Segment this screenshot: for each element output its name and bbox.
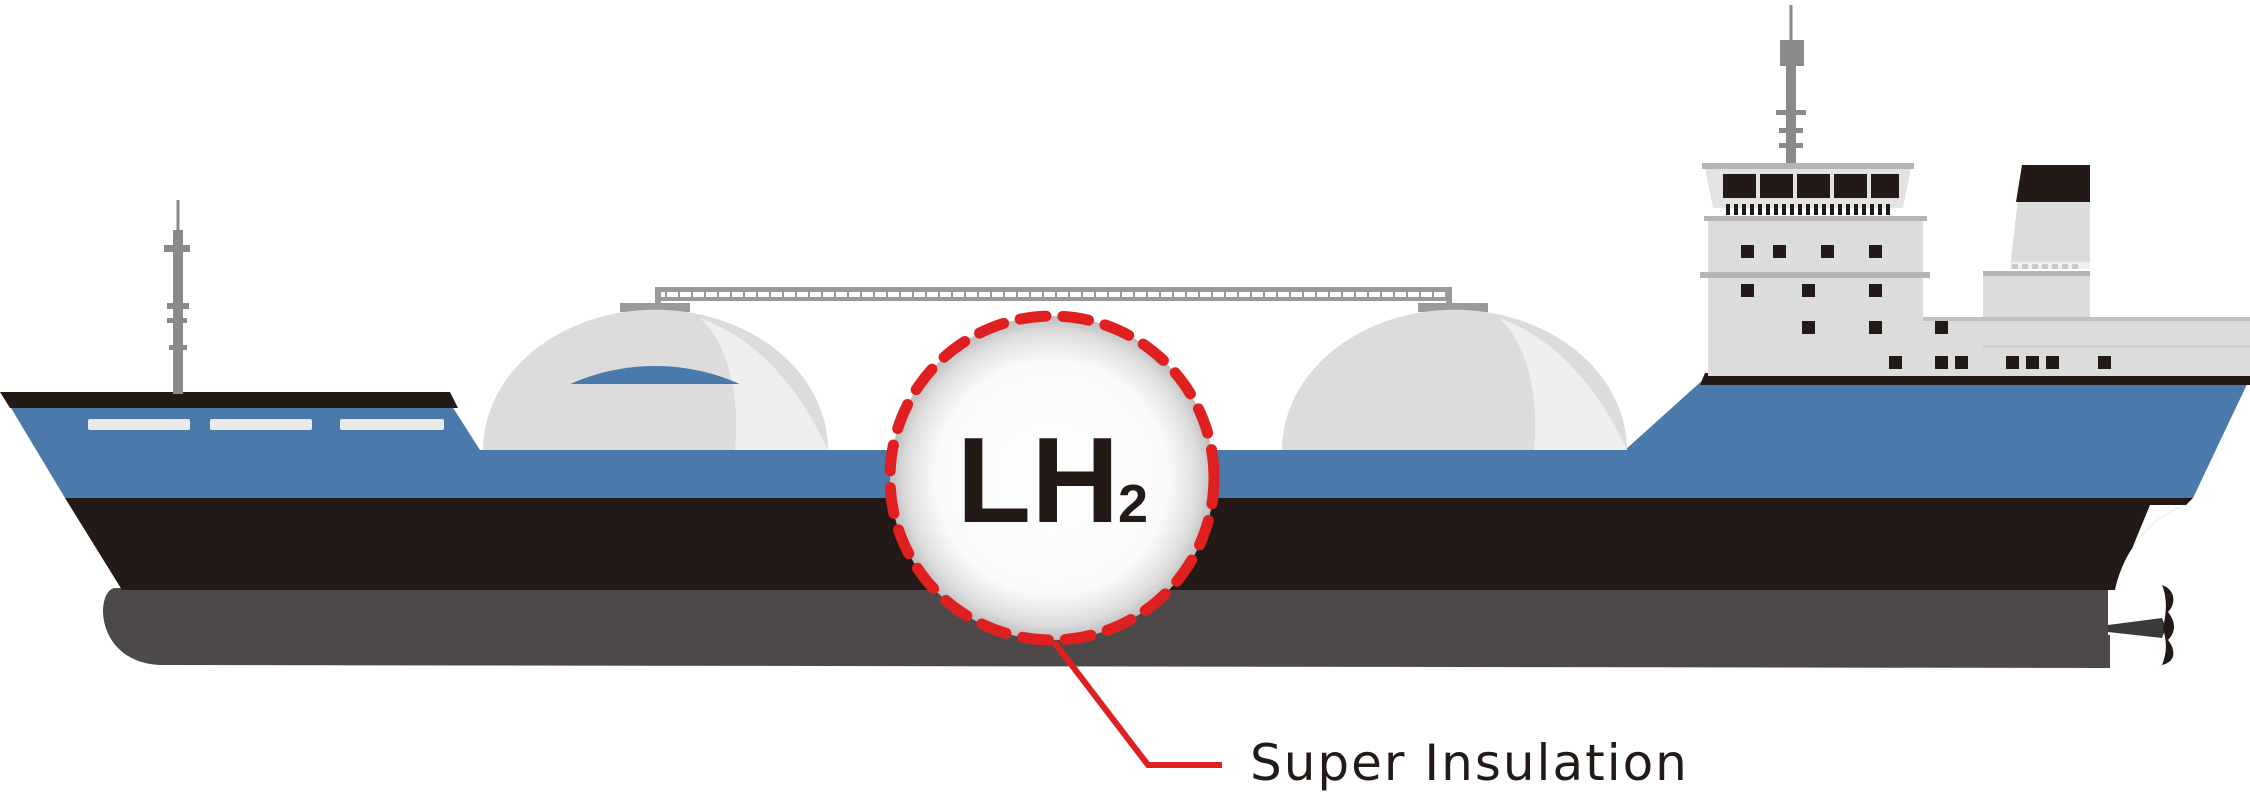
super-insulation-ring [884, 310, 1220, 646]
lh2-subscript: 2 [1118, 474, 1148, 534]
catwalk-rung [1211, 290, 1213, 299]
bow-window [88, 419, 190, 430]
catwalk-rung [756, 290, 758, 299]
callout-label: Super Insulation [1250, 734, 1689, 792]
catwalk-rung [873, 290, 875, 299]
catwalk-rung [990, 290, 992, 299]
catwalk-rung [795, 290, 797, 299]
hull-upper-band [8, 378, 2250, 498]
catwalk-rung [1341, 290, 1343, 299]
catwalk-rung [730, 290, 732, 299]
catwalk-rung [782, 290, 784, 299]
cabin-windows [1741, 245, 2111, 369]
catwalk-rung [1276, 290, 1278, 299]
bow-gunwale [0, 392, 458, 408]
lh2-label: LH [957, 412, 1120, 548]
catwalk-rung [1042, 290, 1044, 299]
catwalk-rung [691, 290, 693, 299]
catwalk-rung [821, 290, 823, 299]
stern-gear [2106, 505, 2186, 668]
catwalk-rung [717, 290, 719, 299]
lh2-tank: LH 2 [884, 310, 1220, 646]
catwalk-rung [1380, 290, 1382, 299]
catwalk-rung [1328, 290, 1330, 299]
catwalk-rung [860, 290, 862, 299]
catwalk-rung [964, 290, 966, 299]
catwalk-rung [1289, 290, 1291, 299]
catwalk-rung [1172, 290, 1174, 299]
catwalk-rung [1432, 290, 1434, 299]
catwalk-rung [665, 290, 667, 299]
catwalk-rung [1146, 290, 1148, 299]
catwalk-rung [1107, 290, 1109, 299]
catwalk-rung [1302, 290, 1304, 299]
catwalk-rung [1237, 290, 1239, 299]
catwalk-rung [1003, 290, 1005, 299]
catwalk-rung [938, 290, 940, 299]
catwalk-rung [1120, 290, 1122, 299]
callout-leader-line [1051, 640, 1222, 768]
catwalk-rung [1094, 290, 1096, 299]
catwalk-rung [1016, 290, 1018, 299]
catwalk-rung [1263, 290, 1265, 299]
catwalk-rung [834, 290, 836, 299]
bow-window [210, 419, 312, 430]
ship-mast-icon [1776, 5, 1806, 166]
catwalk-rung [925, 290, 927, 299]
catwalk-rung [1055, 290, 1057, 299]
bridge-windows [1723, 174, 1899, 198]
ship-mast-icon [164, 200, 190, 394]
catwalk-rung [951, 290, 953, 299]
lng-tank-dome-icon [470, 303, 840, 450]
catwalk-rung [1029, 290, 1031, 299]
catwalk-rung [1445, 290, 1447, 299]
catwalk-rung [847, 290, 849, 299]
catwalk-rung [1185, 290, 1187, 299]
propeller-icon [2108, 618, 2166, 638]
catwalk-rung [1159, 290, 1161, 299]
stern-counter [2115, 505, 2186, 590]
catwalk-rung [912, 290, 914, 299]
funnel-icon [2010, 165, 2090, 269]
catwalk-rung [1419, 290, 1421, 299]
catwalk-rung [977, 290, 979, 299]
catwalk-rung [1068, 290, 1070, 299]
catwalk-rung [899, 290, 901, 299]
ship-hull [0, 373, 2250, 668]
bridge-superstructure [1700, 5, 2250, 376]
catwalk-rung [1250, 290, 1252, 299]
catwalk-rung [1354, 290, 1356, 299]
catwalk-rung [704, 290, 706, 299]
catwalk-rung [1198, 290, 1200, 299]
catwalk-rung [1224, 290, 1226, 299]
catwalk-rung [678, 290, 680, 299]
catwalk-rung [743, 290, 745, 299]
catwalk-rung [1133, 290, 1135, 299]
bridge-lower-slots [1726, 204, 1890, 215]
catwalk-rung [1081, 290, 1083, 299]
catwalk-rung [886, 290, 888, 299]
catwalk-rung [808, 290, 810, 299]
catwalk [655, 287, 1452, 305]
bow-window [340, 419, 444, 430]
insulation-callout: Super Insulation [1051, 640, 1689, 792]
catwalk-rung [769, 290, 771, 299]
catwalk-rung [1393, 290, 1395, 299]
catwalk-rung [1406, 290, 1408, 299]
catwalk-rung [1315, 290, 1317, 299]
rudder-icon [2162, 585, 2174, 665]
lng-tank-dome-icon [1282, 303, 1627, 450]
catwalk-rung [1367, 290, 1369, 299]
